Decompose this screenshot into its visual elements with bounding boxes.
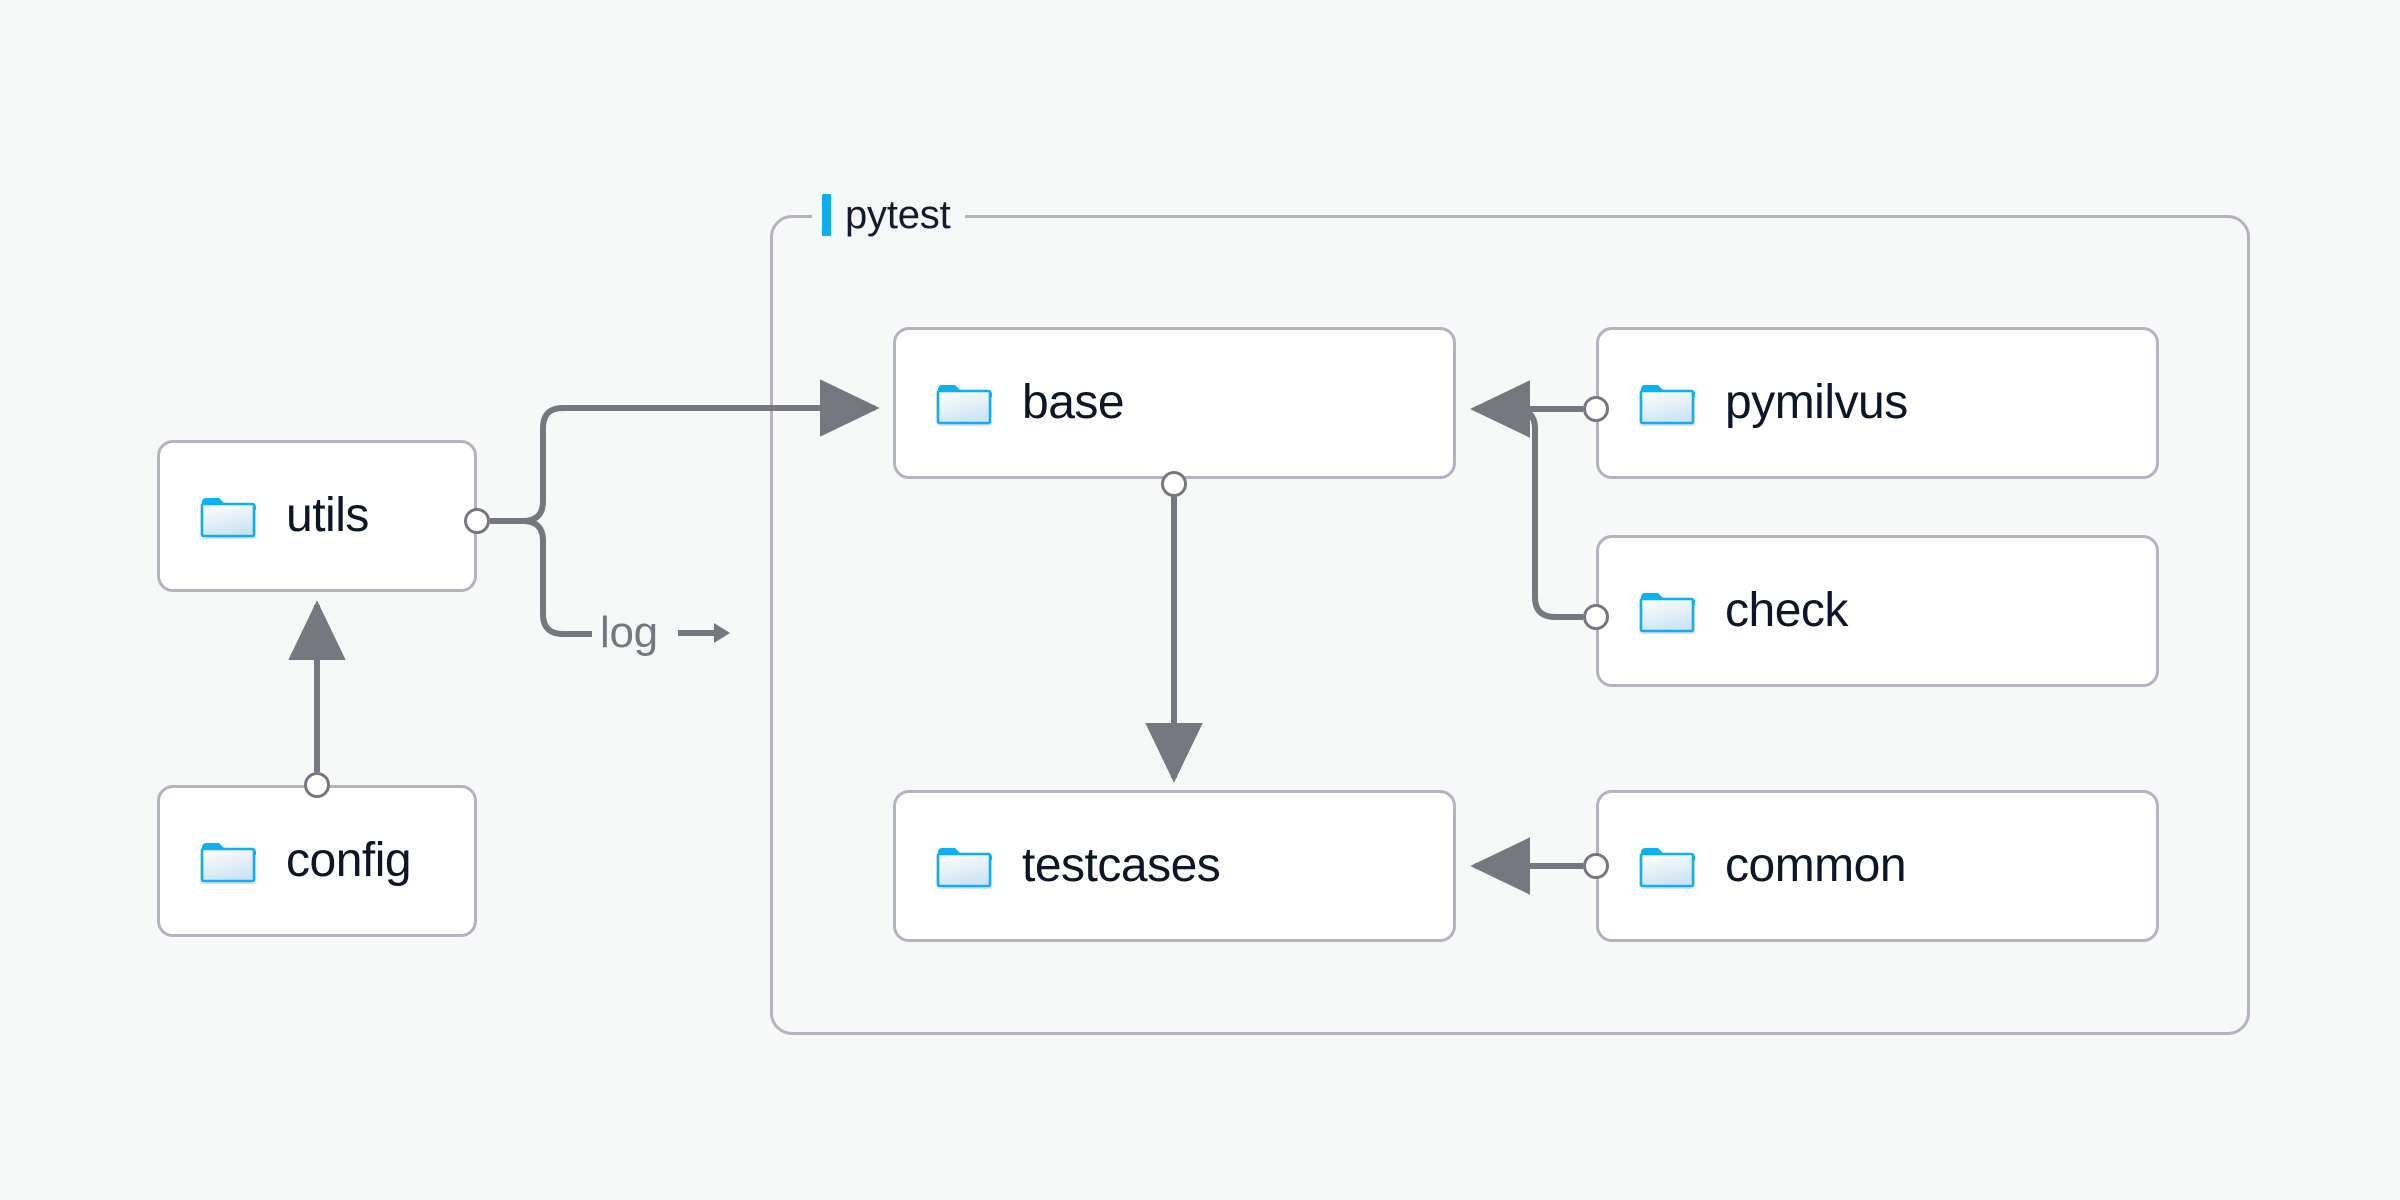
handle-base-bottom[interactable] [1161,471,1187,497]
group-label-pytest[interactable]: pytest [812,188,965,242]
folder-icon [200,498,256,538]
node-pymilvus[interactable]: pymilvus [1596,327,2159,479]
edge-utils-to-log [490,518,592,637]
folder-icon [1639,593,1695,633]
handle-config-top[interactable] [304,772,330,798]
folder-icon [936,848,992,888]
handle-check-left[interactable] [1583,604,1609,630]
handle-pymilvus-left[interactable] [1583,396,1609,422]
node-common[interactable]: common [1596,790,2159,942]
edge-label-log[interactable]: log [600,608,732,658]
node-label-pymilvus: pymilvus [1725,376,1908,429]
node-label-testcases: testcases [1022,839,1221,892]
node-utils[interactable]: utils [157,440,477,592]
node-config[interactable]: config [157,785,477,937]
folder-icon [1639,848,1695,888]
handle-common-left[interactable] [1583,853,1609,879]
node-label-base: base [1022,376,1125,429]
node-label-check: check [1725,584,1848,637]
folder-icon [1639,385,1695,425]
arrow-right-icon [677,623,730,643]
group-container-pytest[interactable] [770,215,2250,1035]
node-label-config: config [286,834,412,887]
edge-label-log-text: log [600,608,658,657]
node-label-common: common [1725,839,1907,892]
node-check[interactable]: check [1596,535,2159,687]
folder-icon [936,385,992,425]
handle-utils-right[interactable] [464,508,490,534]
accent-bar-icon [822,194,831,236]
group-title: pytest [845,192,951,237]
node-label-utils: utils [286,489,369,542]
folder-icon [200,843,256,883]
node-base[interactable]: base [893,327,1456,479]
node-testcases[interactable]: testcases [893,790,1456,942]
